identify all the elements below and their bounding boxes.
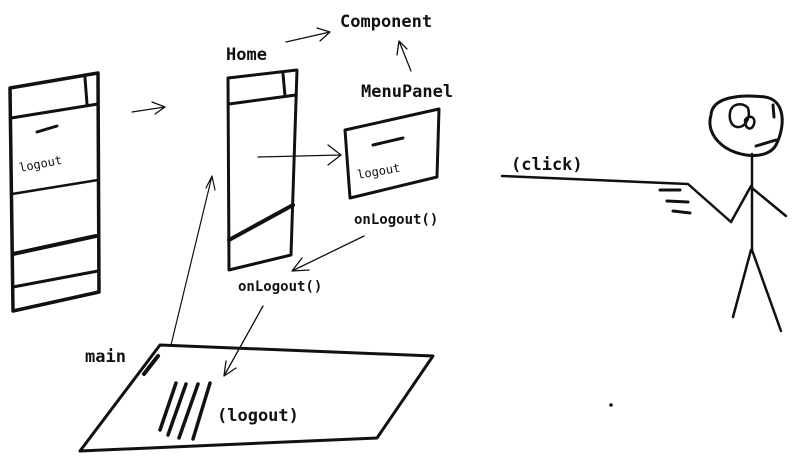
stray-dot <box>609 403 613 407</box>
arrow-main-to-home <box>170 175 216 346</box>
click-label: (click) <box>511 155 583 175</box>
arrow-onlogout-to-home <box>291 235 365 272</box>
arrow-left-to-home <box>131 101 166 115</box>
home-label: Home <box>226 45 267 65</box>
component-label: Component <box>340 12 432 32</box>
main-label: main <box>85 347 126 367</box>
logout-label-left: logout <box>18 153 63 175</box>
home-phone-mockup <box>226 68 299 272</box>
logout-label-panel: logout <box>356 161 401 182</box>
arrow-home-to-component <box>285 27 331 43</box>
menupanel-mockup: logout <box>343 107 441 200</box>
arrow-home-to-menupanel <box>257 144 342 166</box>
menupanel-label: MenuPanel <box>361 82 453 102</box>
main-panel-mockup <box>78 343 435 453</box>
onlogout-label-home: onLogout() <box>238 279 322 295</box>
stick-figure <box>500 94 788 333</box>
logout-label-main: (logout) <box>217 406 299 426</box>
arrow-onlogout-to-main <box>223 305 264 377</box>
left-phone-mockup: logout <box>8 71 101 313</box>
onlogout-label-panel: onLogout() <box>354 212 438 228</box>
arrow-menupanel-to-component <box>396 40 412 72</box>
